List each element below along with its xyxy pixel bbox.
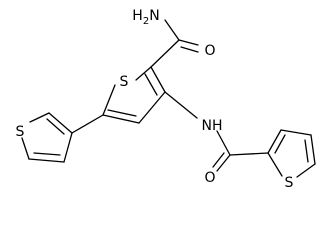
carboxamide-group xyxy=(150,19,199,68)
bond-c2-c3 xyxy=(150,66,166,93)
bond-camide-o xyxy=(178,39,199,46)
bond-t3-s-c5 xyxy=(21,137,30,160)
bond-t3-c3-c2-double xyxy=(46,118,65,135)
bond-s1-c2 xyxy=(135,66,152,81)
atom-label-core-s: S xyxy=(120,74,129,90)
amide-linker xyxy=(164,91,269,172)
bond-c3-c4 xyxy=(138,91,166,124)
molecule-structure-diagram: H2N O S NH O S S xyxy=(16,8,316,191)
bond-c2-camide xyxy=(150,39,180,68)
bond-nh-camide2 xyxy=(216,130,231,156)
thiophene-3-yl-ring xyxy=(21,112,73,163)
bond-camide2-o-double xyxy=(212,152,225,168)
bond-c4-c5 xyxy=(102,114,140,124)
atom-label-amide2-o: O xyxy=(204,170,215,186)
central-thiophene-ring xyxy=(102,66,166,124)
bond-t2-c2-c3 xyxy=(267,129,282,154)
atom-labels: H2N O S NH O S S xyxy=(16,8,294,191)
bond-t2-s-c2 xyxy=(267,152,283,177)
bond-t3-c5-c4-double xyxy=(33,152,61,156)
bond-t2-c3-c4 xyxy=(280,129,312,136)
bond-t2-c4-c5-double xyxy=(304,139,309,163)
atom-label-amide-o: O xyxy=(204,43,215,59)
bond-camide-n xyxy=(164,19,180,41)
bond-t3-c5-c4 xyxy=(28,158,65,163)
bond-camide2-thio xyxy=(229,152,269,156)
bond-c2-c3-double xyxy=(144,73,158,96)
bond-t2-c5-s xyxy=(296,163,316,178)
bond-c4-c5-double xyxy=(107,109,137,117)
atom-label-nh: NH xyxy=(202,118,223,134)
bond-c3-nh xyxy=(164,91,198,119)
bond-t3-c4-c3 xyxy=(63,132,73,163)
bond-camide-o-double xyxy=(180,46,199,53)
bond-c5-s1 xyxy=(102,84,116,116)
bond-c5-thio3yl xyxy=(71,114,104,134)
thiophene-2-yl-ring xyxy=(267,129,316,178)
bond-camide2-o xyxy=(216,154,231,172)
bond-t3-c3-c2 xyxy=(48,112,73,134)
bond-t3-c2-s xyxy=(29,112,50,123)
atom-label-thio2yl-s: S xyxy=(285,175,294,191)
atom-label-amide-nh2: H2N xyxy=(132,8,159,27)
atom-label-thio3yl-s: S xyxy=(16,124,25,140)
bond-t2-c2-c3-double xyxy=(274,134,286,154)
bond-t2-c4-c5 xyxy=(310,134,316,165)
